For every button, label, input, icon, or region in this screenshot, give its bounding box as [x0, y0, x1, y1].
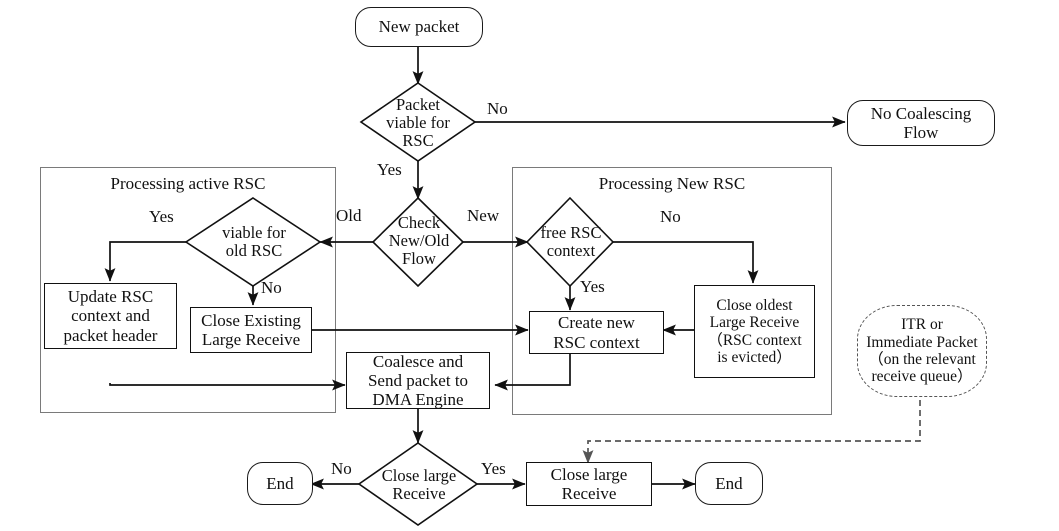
- edge-label-close-large-yes: Yes: [481, 459, 506, 478]
- terminal-no-coalescing-flow[interactable]: No Coalescing Flow: [847, 100, 995, 146]
- edge-label-packet-viable-yes: Yes: [377, 160, 402, 179]
- process-close-oldest-large-receive[interactable]: Close oldest Large Receive （RSC context …: [694, 285, 815, 378]
- edge-label-viable-old-yes: Yes: [149, 207, 174, 226]
- edge-label-close-large-no: No: [331, 459, 352, 478]
- group-processing-new-rsc: Processing New RSC: [512, 167, 832, 415]
- edge-label-free-context-no: No: [660, 207, 681, 226]
- group-processing-active-rsc: Processing active RSC: [40, 167, 336, 413]
- process-close-existing-large-receive[interactable]: Close Existing Large Receive: [190, 307, 312, 353]
- edge-label-packet-viable-no: No: [487, 99, 508, 118]
- edge-label-free-context-yes: Yes: [580, 277, 605, 296]
- process-update-rsc-context-and-packet-header[interactable]: Update RSC context and packet header: [44, 283, 177, 349]
- terminal-end-right[interactable]: End: [695, 462, 763, 505]
- edge-label-check-new: New: [467, 206, 500, 225]
- edge-label-viable-old-no: No: [261, 278, 282, 297]
- terminal-end-left[interactable]: End: [247, 462, 313, 505]
- process-create-new-rsc-context[interactable]: Create new RSC context: [529, 311, 664, 354]
- process-close-large-receive[interactable]: Close large Receive: [526, 462, 652, 506]
- edge-label-check-old: Old: [336, 206, 362, 225]
- group-processing-active-rsc-title: Processing active RSC: [110, 174, 266, 193]
- terminal-itr-or-immediate-packet[interactable]: ITR or Immediate Packet （on the relevant…: [857, 305, 987, 397]
- terminal-new-packet[interactable]: New packet: [355, 7, 483, 47]
- process-coalesce-and-send-packet-to-dma-engine[interactable]: Coalesce and Send packet to DMA Engine: [346, 352, 490, 409]
- group-processing-new-rsc-title: Processing New RSC: [598, 174, 746, 193]
